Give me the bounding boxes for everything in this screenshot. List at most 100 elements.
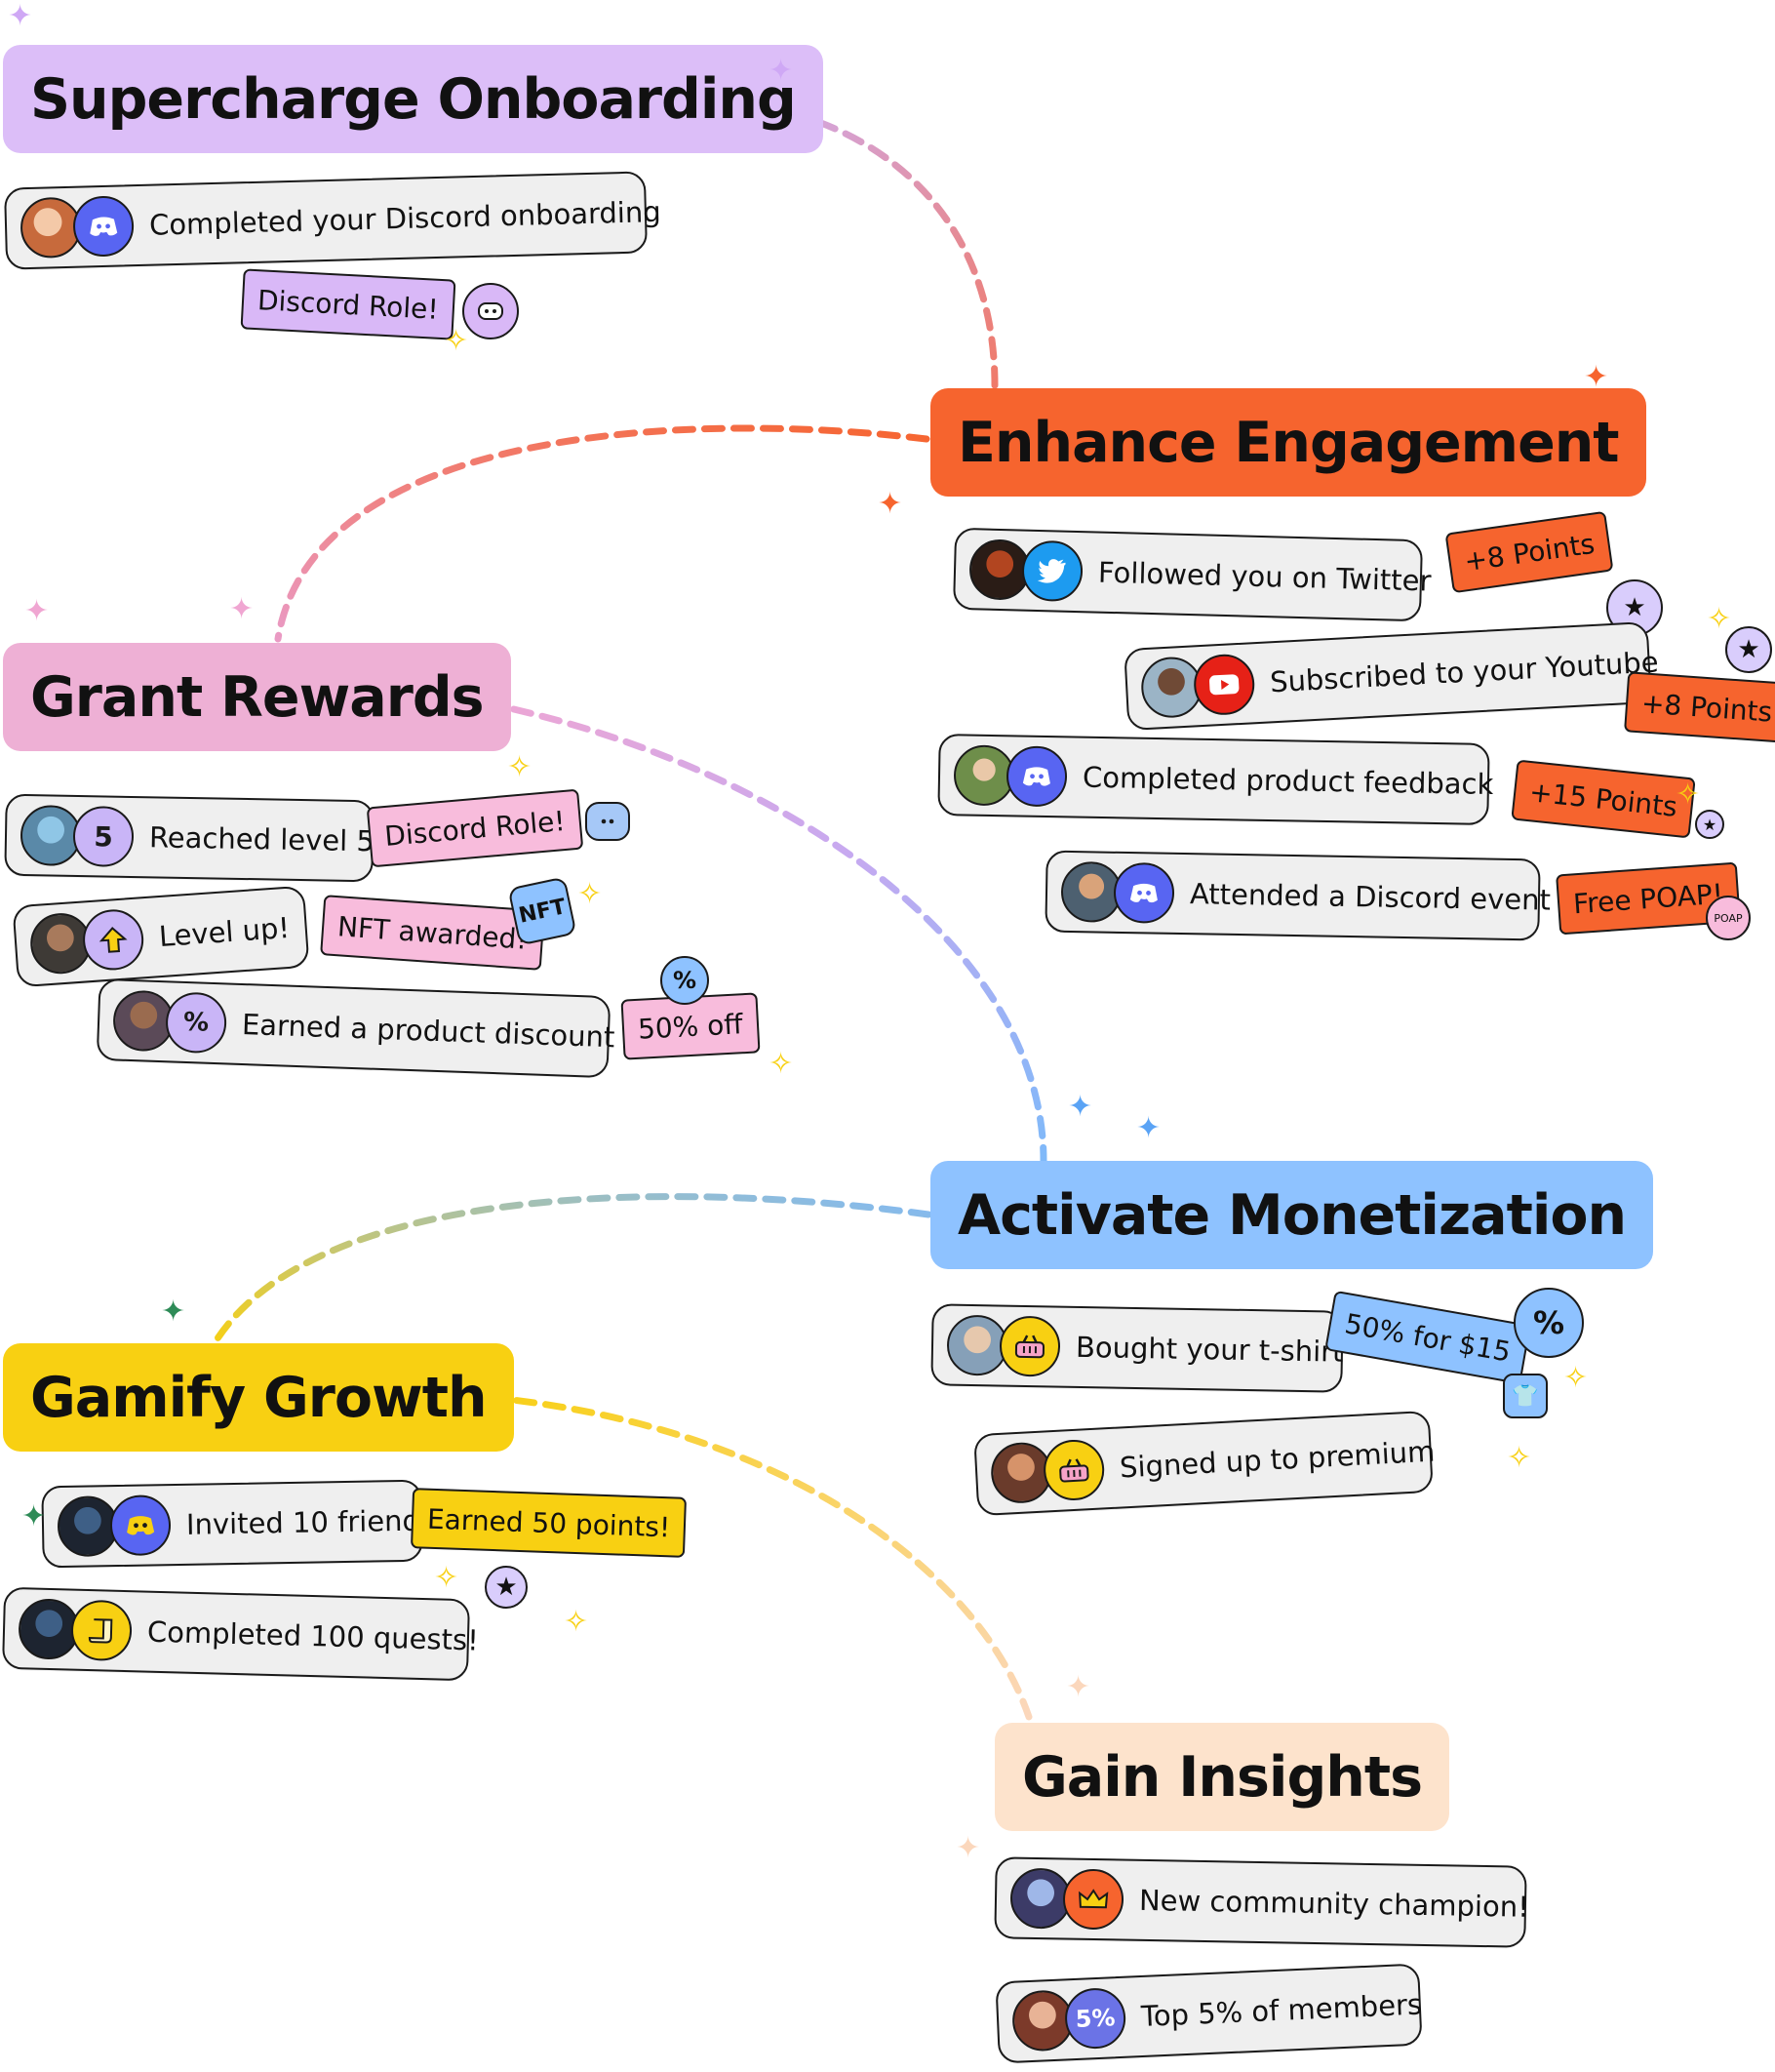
twitter-icon [1021, 539, 1084, 603]
scroll-icon [70, 1599, 133, 1662]
activity-text: Followed you on Twitter [1097, 555, 1432, 598]
sparkle-icon: ✧ [564, 1605, 589, 1639]
discord-icon [1006, 745, 1068, 808]
card-avatars [1009, 1867, 1124, 1931]
card-avatars [1060, 860, 1175, 924]
card-avatars [28, 907, 146, 976]
poap-badge-icon: POAP [1706, 896, 1751, 940]
sparkle-icon: ✧ [1507, 1441, 1532, 1475]
card-avatars: % [112, 989, 228, 1055]
activity-text: Attended a Discord event [1189, 877, 1552, 917]
card-avatars [57, 1494, 172, 1558]
reward-text: Free POAP! [1572, 877, 1724, 920]
level-up-arrow-icon [81, 907, 146, 973]
sparkle-icon: ✦ [21, 1499, 47, 1534]
poap-badge-label: POAP [1714, 911, 1743, 925]
connector-gamify-insights [454, 1391, 1033, 1721]
activity-card-level-5: 5 Reached level 5 [4, 793, 375, 883]
nft-badge-icon: NFT [507, 876, 577, 946]
activity-card-product-discount: % Earned a product discount [96, 977, 615, 1079]
nft-badge-label: NFT [516, 894, 569, 929]
card-avatars [18, 1598, 133, 1662]
reward-tag-earned-50-points: Earned 50 points! [411, 1488, 688, 1558]
activity-card-top-members: 5% Top 5% of members [995, 1963, 1423, 2064]
sparkle-icon: ✦ [1136, 1111, 1162, 1145]
card-avatars [946, 1314, 1061, 1377]
activity-card-twitter: Followed you on Twitter [952, 527, 1432, 622]
stage-title-text: Grant Rewards [30, 664, 485, 730]
stage-title-engagement: Enhance Engagement [930, 388, 1646, 497]
stage-title-text: Activate Monetization [958, 1182, 1627, 1248]
discord-mascot-icon [462, 283, 519, 339]
sparkle-icon: ✦ [161, 1295, 186, 1329]
activity-card-discord-onboarding: Completed your Discord onboarding [4, 171, 661, 270]
activity-text: Signed up to premium [1119, 1434, 1437, 1485]
level-5-icon: 5 [72, 805, 135, 868]
activity-card-community-champion: New community champion! [994, 1856, 1530, 1948]
reward-tag-points-twitter: +8 Points [1444, 510, 1614, 594]
reward-text: +8 Points [1462, 527, 1597, 578]
sparkle-icon: ✧ [1707, 602, 1732, 636]
activity-text: Completed your Discord onboarding [148, 195, 662, 242]
reward-text: Earned 50 points! [426, 1502, 671, 1543]
card-avatars: 5% [1010, 1986, 1127, 2052]
sparkle-icon: ✦ [956, 1831, 981, 1865]
stage-title-text: Supercharge Onboarding [30, 66, 797, 132]
discord-icon [1113, 861, 1175, 924]
top-percent-icon: 5% [1063, 1986, 1127, 2051]
sparkle-icon: ✧ [507, 750, 532, 784]
activity-text: Bought your t-shirt [1075, 1330, 1344, 1369]
activity-card-premium: Signed up to premium [973, 1410, 1437, 1517]
reward-text: +15 Points [1527, 775, 1679, 823]
stage-title-text: Gamify Growth [30, 1365, 488, 1430]
activity-card-invited-friends: Invited 10 friends [41, 1479, 435, 1569]
sparkle-icon: ✧ [434, 1561, 459, 1595]
sparkle-icon: ✧ [1563, 1361, 1589, 1395]
sparkle-icon: ✦ [1584, 360, 1609, 394]
activity-text: Earned a product discount [241, 1008, 615, 1055]
sparkle-icon: ✦ [229, 592, 255, 626]
connector-rewards-monetization [453, 694, 1047, 1165]
discord-mascot-icon [585, 802, 630, 841]
discount-percent-icon: % [165, 991, 228, 1055]
discount-badge-icon: % [1514, 1288, 1584, 1358]
shopping-basket-icon [1042, 1438, 1106, 1502]
activity-card-tshirt: Bought your t-shirt [930, 1303, 1344, 1393]
sparkle-icon: ✧ [1676, 777, 1701, 812]
activity-card-product-feedback: Completed product feedback [937, 734, 1494, 825]
reward-text: +8 Points [1640, 686, 1774, 729]
discount-badge-icon: % [660, 956, 709, 1005]
top-percent-label: 5% [1075, 2004, 1117, 2033]
connector-monetization-gamify [209, 1193, 932, 1350]
reward-tag-points-youtube: +8 Points [1624, 671, 1775, 743]
activity-text: Subscribed to your Youtube [1269, 645, 1660, 699]
activity-text: Invited 10 friends [185, 1503, 436, 1541]
reward-text: 50% for $15 [1342, 1306, 1514, 1369]
reward-text: Discord Role! [382, 804, 567, 853]
activity-card-discord-event: Attended a Discord event [1045, 850, 1551, 941]
card-avatars [968, 538, 1084, 603]
sparkle-icon: ✧ [444, 324, 469, 358]
stage-title-gamify: Gamify Growth [3, 1343, 514, 1452]
stage-title-monetization: Activate Monetization [930, 1161, 1654, 1269]
card-avatars: 5 [20, 804, 135, 868]
card-avatars [953, 744, 1068, 808]
reward-tag-points-feedback: +15 Points [1511, 759, 1696, 839]
sparkle-icon: ✦ [769, 54, 794, 88]
card-avatars [989, 1438, 1106, 1505]
sparkle-icon: ✦ [1066, 1670, 1091, 1704]
sparkle-icon: ✧ [769, 1047, 794, 1081]
tshirt-icon: 👕 [1503, 1374, 1548, 1418]
sparkle-icon: ✦ [8, 0, 33, 33]
reward-text: Discord Role! [256, 283, 440, 326]
stage-title-rewards: Grant Rewards [3, 643, 511, 751]
activity-text: Reached level 5 [148, 820, 375, 858]
stage-title-text: Gain Insights [1022, 1744, 1423, 1810]
sparkle-icon: ✧ [577, 877, 603, 911]
reward-tag-discord-role: Discord Role! [240, 268, 456, 340]
activity-text: New community champion! [1138, 1883, 1530, 1924]
discord-icon [72, 195, 135, 258]
discord-icon [109, 1494, 172, 1557]
activity-text: Completed product feedback [1082, 760, 1494, 802]
